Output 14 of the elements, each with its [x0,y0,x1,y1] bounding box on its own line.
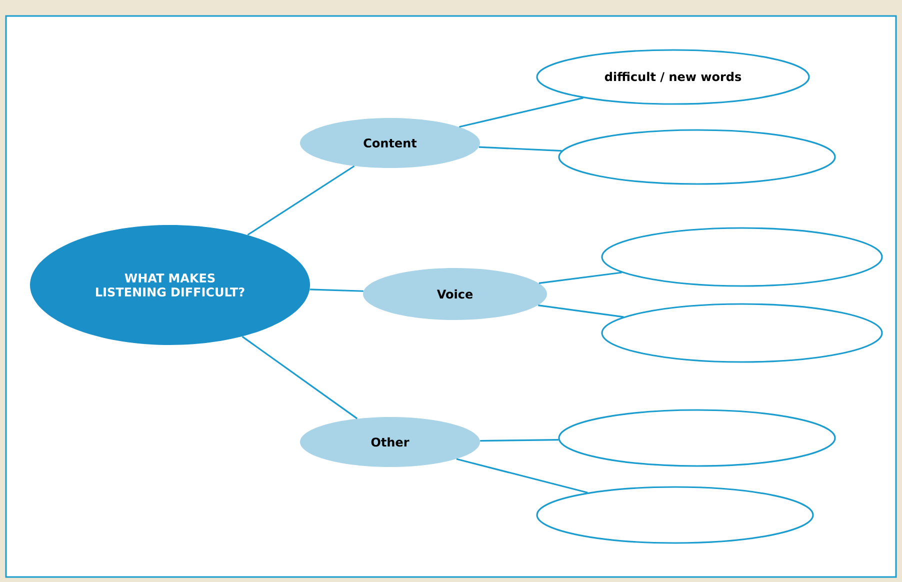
answer-ellipse [558,129,836,185]
answer-ellipse [536,486,814,544]
answer-ellipse [601,303,883,363]
answer-ellipse [558,409,836,467]
connector-line [310,288,364,292]
connector-line [538,272,622,284]
connector-line [478,146,562,152]
connector-line [247,165,355,236]
connector-line [480,439,558,442]
connector-line [459,97,584,128]
connector-line [456,458,588,494]
answer-ellipse [601,227,883,287]
connector-line [242,336,358,420]
connector-line [538,304,624,318]
